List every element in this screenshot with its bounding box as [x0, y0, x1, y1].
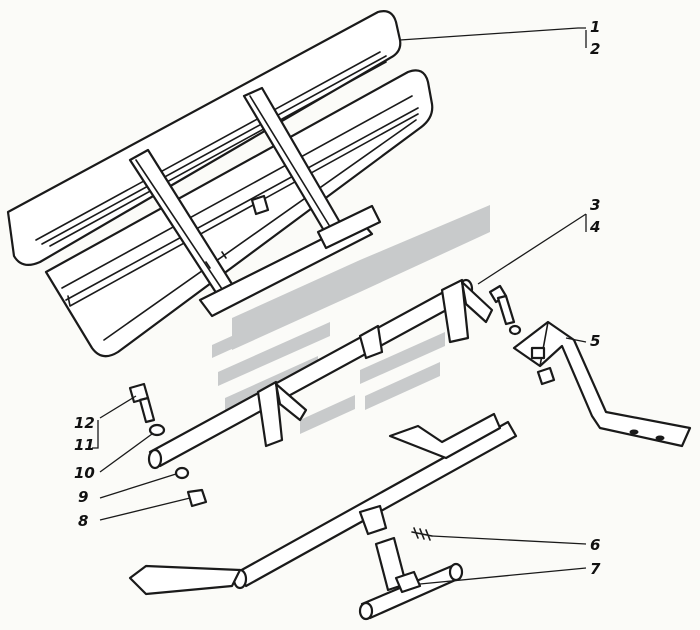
callout-9: 9: [78, 488, 88, 506]
mounting-rails: [128, 86, 382, 318]
callout-1: 1: [590, 18, 600, 36]
pin: [411, 527, 433, 541]
angle-bracket: [512, 320, 692, 448]
callout-12: 12: [74, 414, 95, 432]
bracket-fasteners: [488, 284, 556, 386]
callout-labels: 1 2 3 4 5 6 7 8 9 10 11 12: [74, 18, 601, 578]
cross-bar: [147, 278, 494, 470]
lower-rail: [128, 412, 518, 596]
callout-3: 3: [590, 196, 600, 214]
callout-7: 7: [590, 560, 601, 578]
callout-4: 4: [589, 218, 600, 236]
t-connector: [358, 536, 464, 621]
callout-2: 2: [590, 40, 600, 58]
panel-rear: [6, 10, 402, 267]
callout-11: 11: [74, 436, 95, 454]
leader-lines: [92, 27, 587, 585]
callout-8: 8: [78, 512, 88, 530]
callout-6: 6: [590, 536, 600, 554]
watermark-logo: [212, 205, 490, 434]
callout-5: 5: [590, 332, 600, 350]
callout-10: 10: [74, 464, 95, 482]
panel-front: [44, 69, 434, 358]
